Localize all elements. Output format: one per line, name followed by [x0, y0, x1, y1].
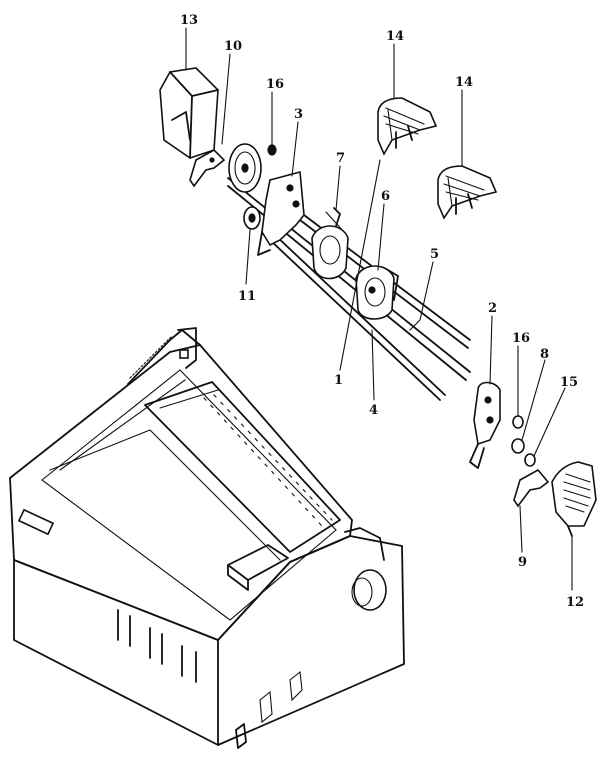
- callout-16-left: 16: [266, 77, 284, 92]
- callout-10: 10: [224, 39, 242, 54]
- callout-1: 1: [334, 373, 343, 388]
- right-side-plate: [469, 381, 501, 469]
- left-side-plate: [257, 170, 305, 256]
- callout-16-right: 16: [512, 331, 530, 346]
- callout-5: 5: [430, 247, 439, 262]
- washer-right: [512, 415, 524, 429]
- tractor-cover-14b: [437, 165, 498, 220]
- small-gear: [243, 206, 261, 230]
- tractor-cover-14a: [377, 97, 438, 156]
- printer-body: [9, 327, 405, 749]
- ring-15: [524, 453, 536, 467]
- tractor-sprocket-left: [311, 207, 349, 280]
- callout-6: 6: [381, 189, 390, 204]
- callout-7: 7: [336, 151, 345, 166]
- release-lever-left: [189, 149, 226, 188]
- callout-13: 13: [180, 13, 198, 28]
- gear-wheel: [228, 143, 262, 193]
- callout-15: 15: [560, 375, 578, 390]
- callout-8: 8: [540, 347, 549, 362]
- callout-2: 2: [488, 301, 497, 316]
- platen-mechanism: [189, 143, 550, 508]
- callout-14-b: 14: [455, 75, 473, 90]
- tractor-sprocket-right: [355, 265, 399, 320]
- spacer-8: [511, 438, 525, 454]
- leader-lines: [185, 27, 573, 591]
- callout-12: 12: [566, 595, 584, 610]
- side-cover-13: [159, 67, 219, 159]
- callout-3: 3: [294, 107, 303, 122]
- callout-11: 11: [238, 289, 256, 304]
- callout-9: 9: [518, 555, 527, 570]
- callout-labels: 13 10 16 3 7 6 5 14 14 11 1 4 2 16 8 15 …: [180, 13, 584, 610]
- knob-cover-12: [551, 461, 597, 537]
- callout-4: 4: [369, 403, 378, 418]
- callout-14-a: 14: [386, 29, 404, 44]
- release-lever-right: [513, 468, 550, 508]
